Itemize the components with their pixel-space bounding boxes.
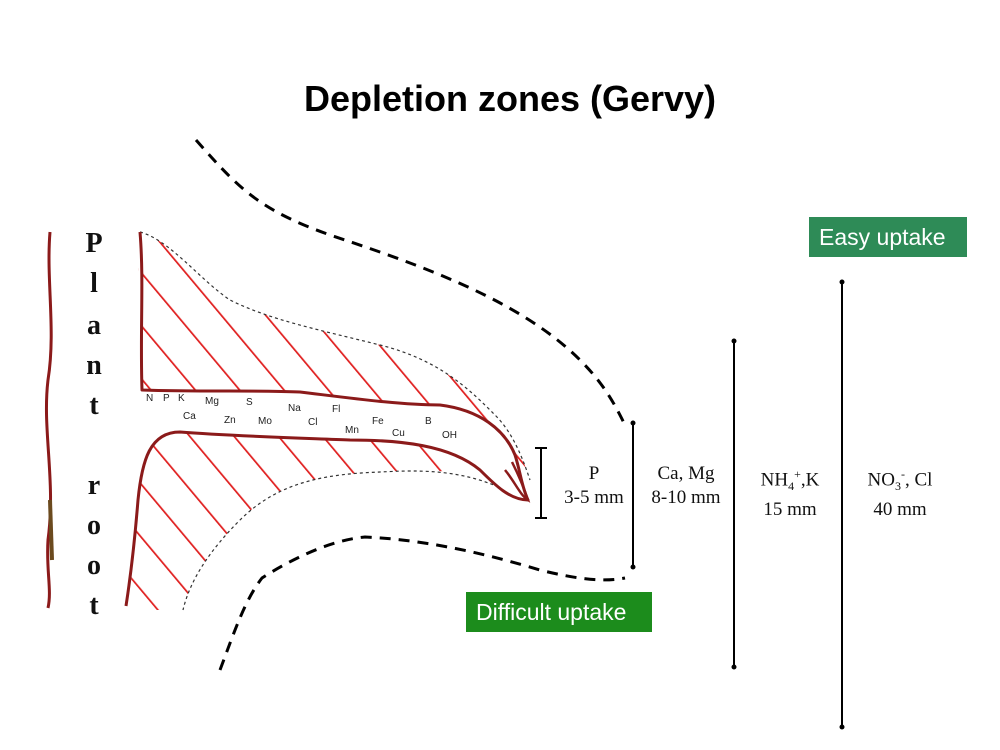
zone-distance: 15 mm [763,499,817,521]
nutrient-label: Fl [332,404,340,415]
zone-ion: NH4+,K [760,467,820,494]
distance-bar-ca-mg [630,420,636,570]
distance-bar-nh4-k [731,338,737,670]
nutrient-label: Mo [258,416,272,427]
root-label-letter: l [90,268,98,299]
distance-bar-p [535,447,547,519]
depletion-boundary-top [139,231,531,481]
nutrient-label: N [146,393,153,404]
root-label-letter: t [89,390,99,421]
distance-bar-no3-cl [839,279,845,730]
nutrient-label: B [425,416,432,427]
outer-dashed-boundary-top [194,139,627,426]
nutrient-label: Fe [372,416,384,427]
zone-distance: 40 mm [873,499,927,521]
depletion-boundary-bottom [182,470,521,611]
zone-label-no3-cl: NO3-, Cl 40 mm [850,462,950,522]
easy-uptake-badge: Easy uptake [809,217,967,257]
root-edge-line [44,231,53,609]
nutrient-label: Mg [205,396,219,407]
zone-label-p: P 3-5 mm [553,462,635,510]
zone-ion: P [588,463,600,484]
root-label-letter: o [87,510,101,541]
root-hair-tip [504,461,531,503]
zone-distance: 8-10 mm [651,487,721,508]
nutrient-label: OH [442,430,457,441]
root-label-letter: r [87,470,101,501]
root-label-letter: o [87,550,101,581]
zone-label-ca-mg: Ca, Mg 8-10 mm [640,462,732,510]
nutrient-label: P [163,393,170,404]
nutrient-label: Cl [308,417,317,428]
root-label-letter: P [85,228,103,259]
page-title: Depletion zones (Gervy) [303,78,717,119]
root-label-letter: n [86,350,102,381]
nutrient-label: Ca [183,411,196,422]
root-label-letter: a [87,310,101,341]
nutrient-label: S [246,397,253,408]
zone-label-nh4-k: NH4+,K 15 mm [742,462,838,522]
nutrient-label: Na [288,403,301,414]
outer-dashed-boundary-bottom [218,535,626,671]
nutrient-labels-top: N P K Mg S Na Fl Fe B [146,393,432,427]
root-edge-brown [48,499,54,561]
zone-ion: NO3-, Cl [867,467,933,494]
nutrient-label: K [178,393,185,404]
root-label-letter: t [89,590,99,621]
nutrient-label: Mn [345,425,359,436]
nutrient-label: Zn [224,415,236,426]
difficult-uptake-badge: Difficult uptake [466,592,652,632]
nutrient-label: Cu [392,428,405,439]
zone-ion: Ca, Mg [657,463,715,484]
nutrient-labels-bottom: Ca Zn Mo Cl Mn Cu OH [183,411,457,441]
zone-distance: 3-5 mm [564,487,624,508]
